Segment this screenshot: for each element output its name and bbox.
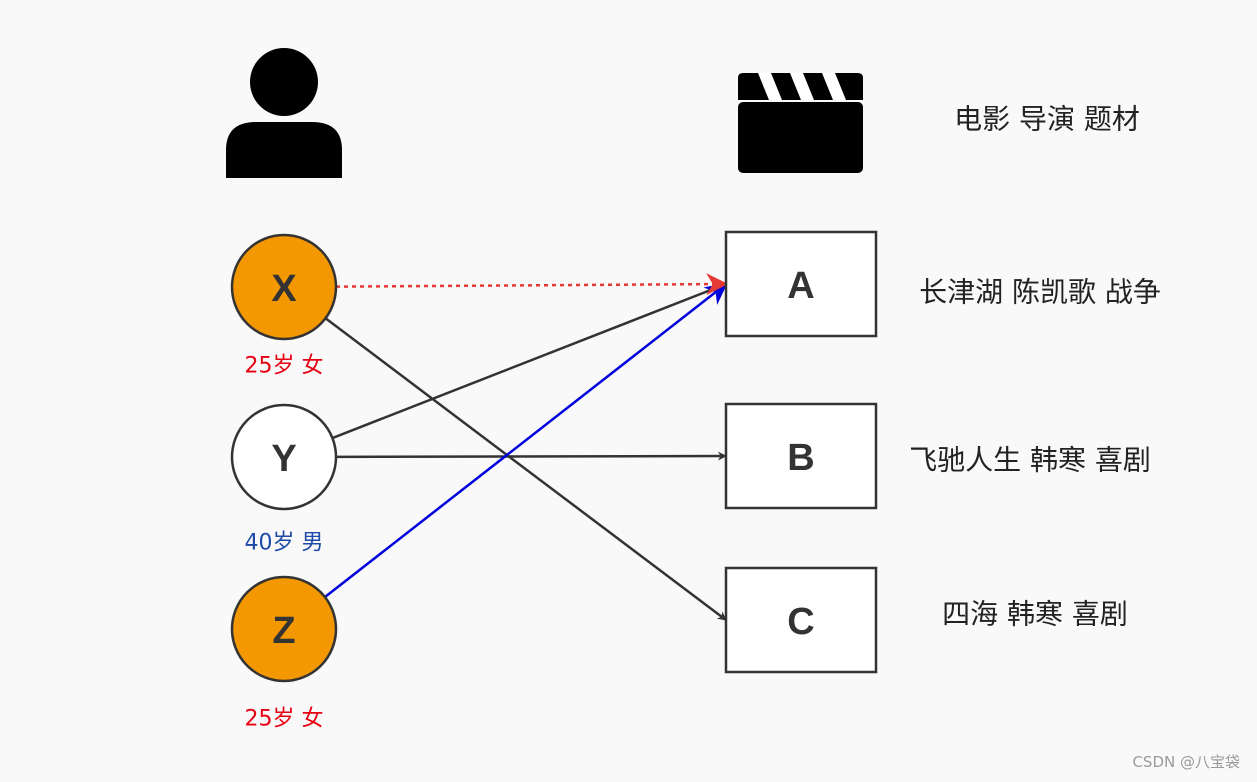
movie-c-description: 四海 韩寒 喜剧 bbox=[942, 598, 1128, 631]
movie-node-b-box bbox=[724, 402, 878, 510]
movie-b-description: 飞驰人生 韩寒 喜剧 bbox=[909, 444, 1151, 477]
movie-node-c[interactable]: C bbox=[724, 566, 878, 674]
movie-node-c-label: C bbox=[787, 601, 814, 643]
user-node-z-circle bbox=[230, 575, 338, 683]
movie-node-b-label: B bbox=[787, 437, 814, 479]
movie-a-description: 长津湖 陈凯歌 战争 bbox=[919, 276, 1161, 309]
user-node-x[interactable]: X bbox=[230, 233, 338, 341]
movie-node-a-box bbox=[724, 230, 878, 338]
user-node-y-circle bbox=[230, 403, 338, 511]
user-y-attributes: 40岁 男 bbox=[245, 531, 324, 556]
edge-y-to-a bbox=[331, 282, 727, 440]
user-node-y-label: Y bbox=[271, 438, 296, 480]
movie-node-a[interactable]: A bbox=[724, 230, 878, 338]
movie-node-a-label: A bbox=[787, 265, 814, 307]
watermark: CSDN @八宝袋 bbox=[1132, 753, 1240, 771]
edges-layer bbox=[324, 273, 729, 621]
movie-attributes-header: 电影 导演 题材 bbox=[954, 103, 1140, 136]
user-node-x-label: X bbox=[271, 268, 297, 310]
user-node-x-circle bbox=[230, 233, 338, 341]
edge-z-to-a bbox=[324, 282, 728, 598]
edge-y-to-b bbox=[335, 451, 727, 461]
user-icon bbox=[226, 48, 342, 178]
user-node-y[interactable]: Y bbox=[230, 403, 338, 511]
user-x-attributes: 25岁 女 bbox=[245, 354, 324, 379]
user-node-z-label: Z bbox=[272, 610, 295, 652]
movie-node-b[interactable]: B bbox=[724, 402, 878, 510]
edge-x-to-c bbox=[324, 317, 727, 621]
edge-x-to-a bbox=[335, 273, 729, 296]
movie-node-c-box bbox=[724, 566, 878, 674]
user-z-attributes: 25岁 女 bbox=[245, 707, 324, 732]
clapperboard-icon bbox=[738, 73, 863, 173]
user-node-z[interactable]: Z bbox=[230, 575, 338, 683]
